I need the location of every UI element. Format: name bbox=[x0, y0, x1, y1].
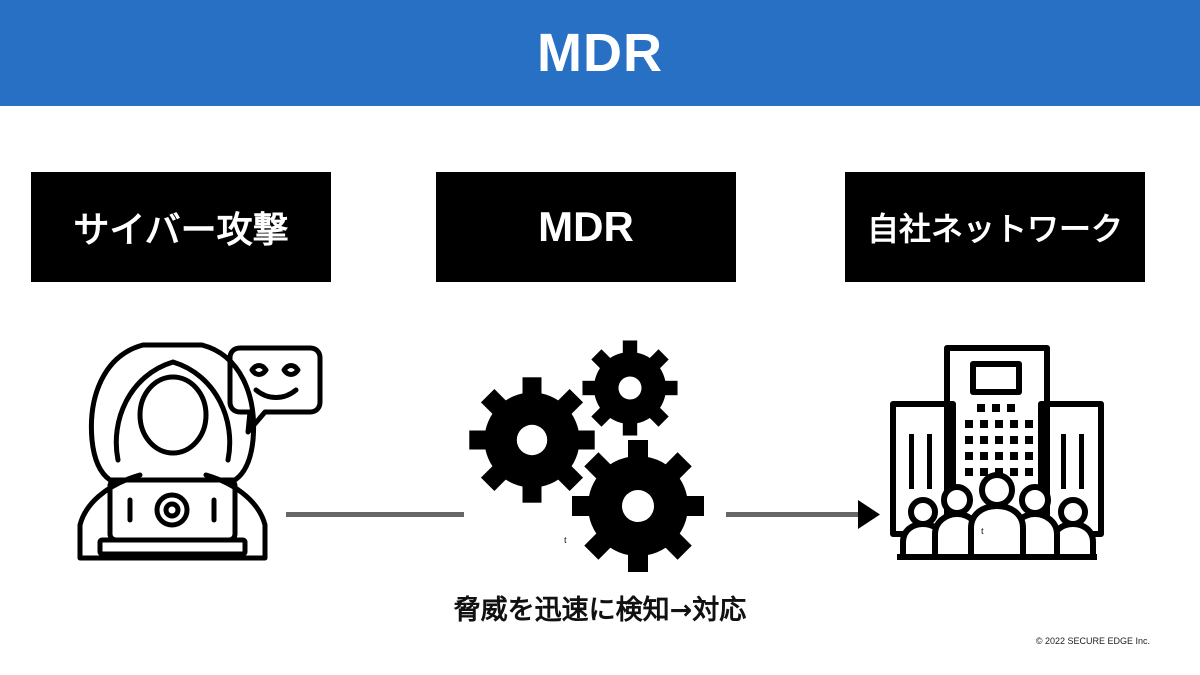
company-network-box: 自社ネットワーク bbox=[845, 172, 1145, 282]
cyber-attack-label: サイバー攻撃 bbox=[73, 210, 289, 251]
hooded-hacker-icon bbox=[70, 340, 330, 565]
connector-arrow-mdr-to-network bbox=[726, 498, 882, 532]
caption-detect-and-respond: 脅威を迅速に検知→対応 bbox=[453, 595, 747, 626]
stray-mark-building: t bbox=[981, 526, 984, 537]
gears-icon bbox=[462, 338, 712, 573]
connector-line-attack-to-mdr bbox=[286, 512, 466, 520]
copyright-notice: © 2022 SECURE EDGE Inc. bbox=[1035, 636, 1150, 646]
office-building-people-icon bbox=[885, 342, 1110, 567]
mdr-label: MDR bbox=[538, 203, 634, 250]
mdr-box: MDR bbox=[436, 172, 736, 282]
stray-mark-gears: t bbox=[564, 535, 567, 546]
header-banner: MDR bbox=[0, 0, 1200, 106]
page-title: MDR bbox=[537, 23, 663, 83]
cyber-attack-box: サイバー攻撃 bbox=[31, 172, 331, 282]
company-network-label: 自社ネットワーク bbox=[866, 210, 1123, 248]
